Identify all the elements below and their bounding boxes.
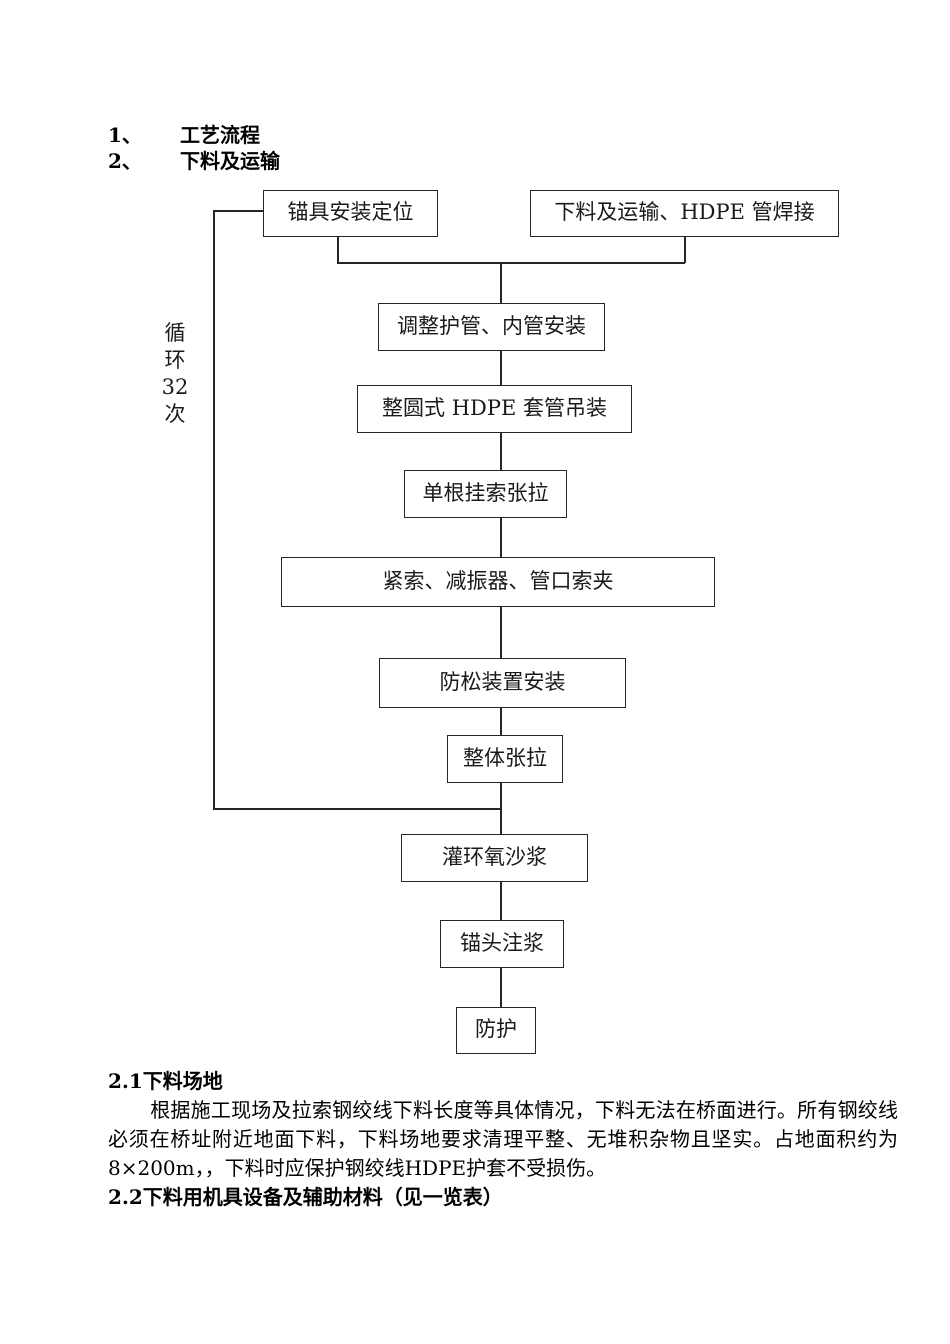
outline-marker-1: 1、 [108, 123, 142, 147]
loop-count-label: 循 环 32 次 [158, 320, 192, 428]
flow-node-anti-loosen[interactable]: 防松装置安装 [379, 658, 626, 708]
edge-loop-from-main [213, 808, 501, 810]
edge-node1-down [337, 237, 339, 263]
loop-label-char-3: 32 [161, 375, 189, 399]
flow-node-single-cable-tension[interactable]: 单根挂索张拉 [404, 470, 567, 518]
flow-node-anchor-grouting[interactable]: 锚头注浆 [440, 920, 564, 968]
process-flowchart: 循 环 32 次 锚具安装定位 下料及运输、HDPE 管焊接 调整护管、内管安装 [158, 190, 839, 1054]
outline-item-2: 2、 下料及运输 [108, 148, 608, 174]
edge-merge-to-node3 [500, 262, 502, 304]
edge-merge-horizontal [337, 262, 685, 264]
flow-node-hdpe-hoist[interactable]: 整圆式 HDPE 套管吊装 [357, 385, 632, 433]
outline-item-1: 1、 工艺流程 [108, 122, 608, 148]
edge-node4-to-node5 [500, 433, 502, 471]
flow-node-adjust-pipe[interactable]: 调整护管、内管安装 [378, 303, 605, 351]
edge-node5-to-node6 [500, 518, 502, 558]
edge-node9-to-node10 [500, 882, 502, 921]
flow-node-label: 锚头注浆 [460, 930, 544, 955]
flow-node-epoxy-mortar[interactable]: 灌环氧沙浆 [401, 834, 588, 882]
flow-node-label: 防护 [475, 1017, 517, 1041]
loop-label-char-1: 循 [164, 321, 186, 345]
flow-node-label: 单根挂索张拉 [422, 480, 549, 505]
flow-node-anchor-install[interactable]: 锚具安装定位 [263, 190, 438, 237]
edge-node10-to-node11 [500, 968, 502, 1008]
outline-text-2: 下料及运输 [180, 149, 280, 173]
flow-node-protection[interactable]: 防护 [456, 1007, 536, 1054]
outline-marker-2: 2、 [108, 149, 142, 173]
flow-node-label: 灌环氧沙浆 [442, 844, 547, 869]
flow-node-label: 调整护管、内管安装 [397, 313, 586, 338]
section-paragraph-2-1: 根据施工现场及拉索钢绞线下料长度等具体情况，下料无法在桥面进行。所有钢绞线必须在… [108, 1096, 898, 1183]
section-heading-2-2: 2.2下料用机具设备及辅助材料（见一览表） [108, 1185, 503, 1209]
paragraph-text: 根据施工现场及拉索钢绞线下料长度等具体情况，下料无法在桥面进行。所有钢绞线必须在… [108, 1098, 898, 1180]
loop-label-char-2: 环 [164, 348, 186, 372]
flow-node-label: 锚具安装定位 [287, 200, 414, 224]
edge-node7-to-node8 [500, 708, 502, 736]
flow-node-label: 防松装置安装 [439, 669, 566, 694]
edge-node2-down [684, 237, 686, 263]
flow-node-label: 整圆式 HDPE 套管吊装 [382, 395, 607, 420]
flow-node-tighten-damper[interactable]: 紧索、减振器、管口索夹 [281, 557, 715, 607]
outline-text-1: 工艺流程 [180, 123, 260, 147]
loop-label-char-4: 次 [164, 402, 186, 426]
flow-node-label: 紧索、减振器、管口索夹 [382, 568, 614, 593]
edge-node8-to-node9 [500, 783, 502, 835]
edge-loop-into-node1 [213, 210, 264, 212]
edge-node3-to-node4 [500, 351, 502, 386]
flow-node-cut-transport-weld[interactable]: 下料及运输、HDPE 管焊接 [530, 190, 839, 237]
flow-node-label: 整体张拉 [463, 745, 547, 770]
edge-loop-vertical-rail [213, 210, 215, 809]
section-heading-2-1: 2.1下料场地 [108, 1069, 223, 1093]
flow-node-label: 下料及运输、HDPE 管焊接 [554, 200, 815, 224]
edge-node6-to-node7 [500, 607, 502, 659]
flow-node-overall-tension[interactable]: 整体张拉 [447, 735, 563, 783]
outline-list: 1、 工艺流程 2、 下料及运输 [108, 122, 608, 174]
